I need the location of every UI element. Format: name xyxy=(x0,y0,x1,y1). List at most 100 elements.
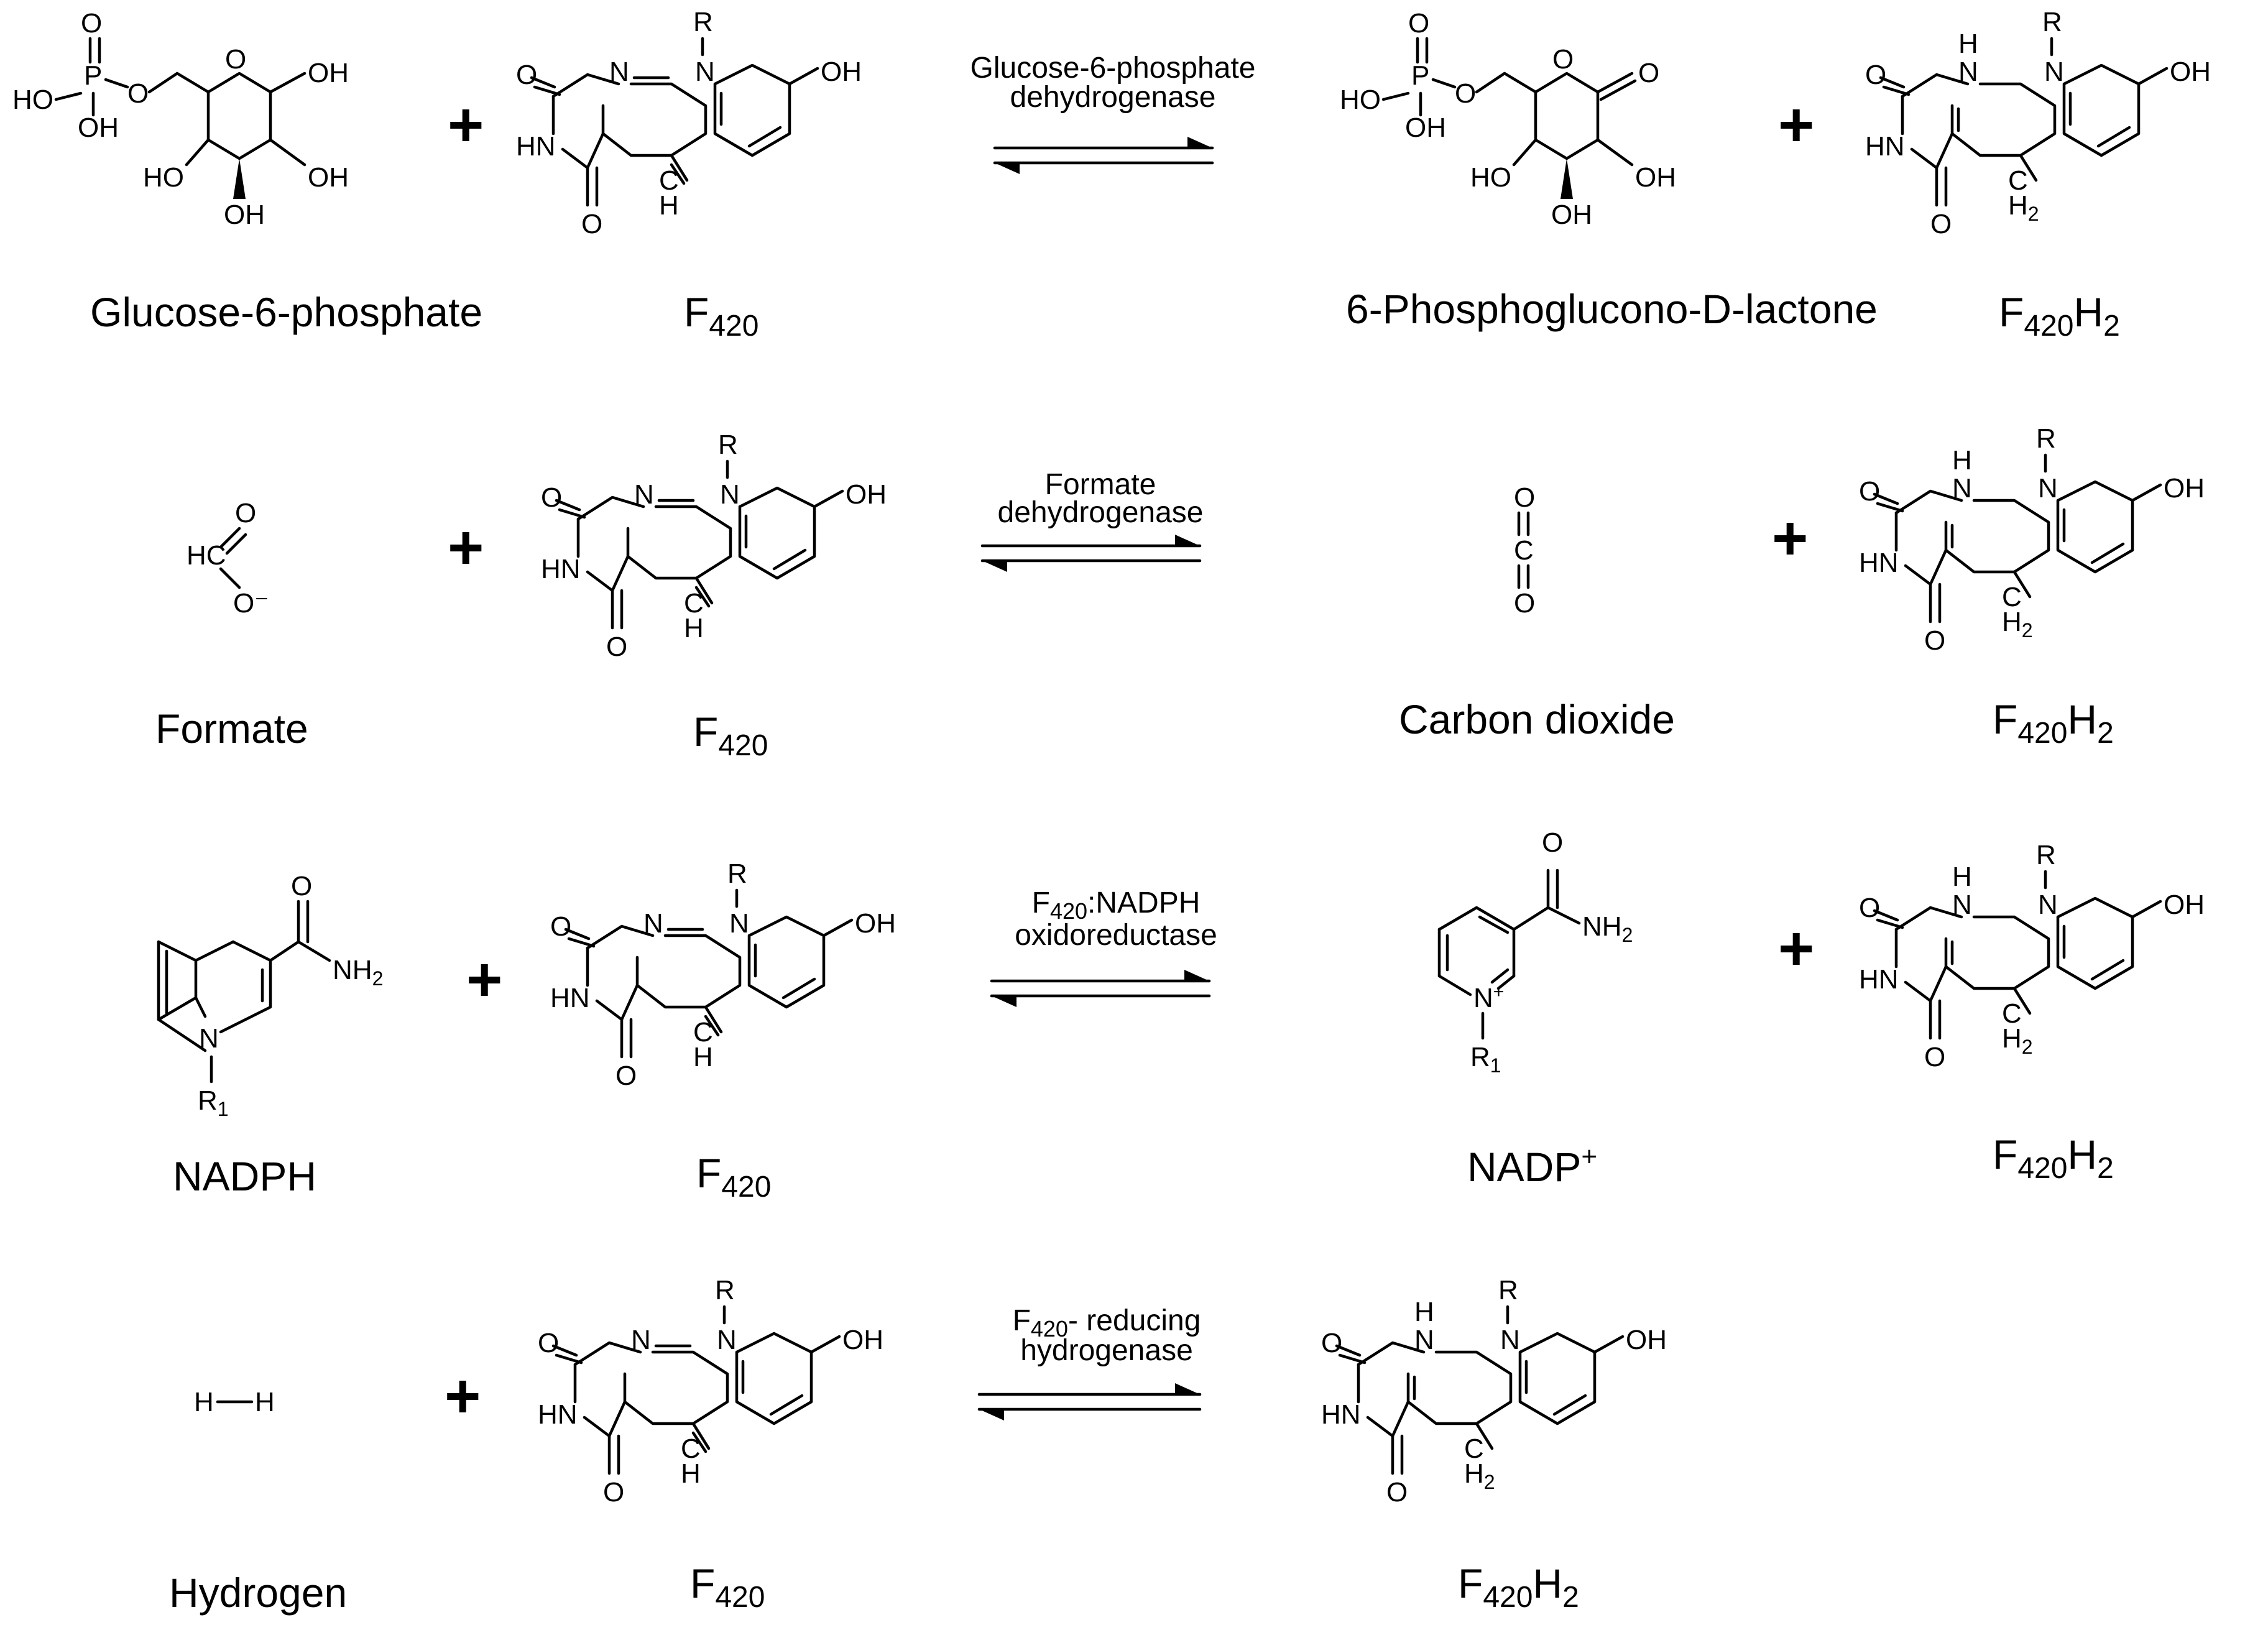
substrate-name: Glucose-6-phosphate xyxy=(90,289,482,335)
product-cofactor-name: F420H2 xyxy=(1993,696,2114,750)
svg-text:F420: F420 xyxy=(684,289,758,343)
atom-label: N xyxy=(2044,57,2064,87)
atom-label: H xyxy=(1952,862,1972,892)
enzyme-name-line1: F420:NADPH xyxy=(1032,886,1201,924)
product-name: 6-Phosphoglucono-D-lactone xyxy=(1346,286,1878,332)
svg-text:F420H2: F420H2 xyxy=(1458,1560,1579,1614)
nadph-structure: O NH2 N R1 xyxy=(157,871,383,1120)
atom-label: HO xyxy=(143,162,184,193)
atom-label: C xyxy=(2002,582,2022,612)
atom-label: O xyxy=(225,44,246,75)
svg-text:H2: H2 xyxy=(2008,190,2039,225)
phosphogluconolactone-structure: O P HO OH O O O OH HO OH xyxy=(1340,8,1676,230)
atom-label: O xyxy=(1924,1042,1945,1072)
atom-label: N xyxy=(695,57,715,87)
plus-sign: + xyxy=(448,513,484,582)
formate-structure: HC O O⁻ xyxy=(187,498,269,619)
atom-label: OH xyxy=(1626,1325,1667,1355)
atom-label: HN xyxy=(1859,548,1899,578)
equilibrium-arrows xyxy=(977,1383,1202,1420)
atom-label: OH xyxy=(846,479,887,510)
atom-label: H xyxy=(1952,445,1972,476)
atom-label: O xyxy=(1321,1328,1342,1358)
atom-label: OH xyxy=(224,200,265,230)
atom-label: OH xyxy=(842,1325,883,1355)
reaction-4: H H Hydrogen + R N N O HN O C xyxy=(169,1275,1667,1616)
atom-label: OH xyxy=(308,162,349,193)
nadp-structure: N+ R1 O NH2 xyxy=(1437,827,1633,1077)
glucose-6-phosphate-structure: O P HO OH O O OH OH HO OH xyxy=(12,8,349,230)
atom-label: R xyxy=(1498,1275,1518,1305)
atom-label: R xyxy=(2042,7,2062,37)
atom-label: H xyxy=(659,190,679,221)
atom-label: N xyxy=(199,1023,219,1054)
atom-label: O xyxy=(81,8,102,39)
atom-label: HN xyxy=(1321,1399,1361,1430)
product-cofactor-name: F420H2 xyxy=(1993,1131,2114,1185)
enzyme-name-line1: Glucose-6-phosphate xyxy=(970,52,1256,85)
atom-label: C xyxy=(693,1017,713,1047)
enzyme-name-line2: dehydrogenase xyxy=(998,496,1204,529)
atom-label: P xyxy=(84,60,102,91)
svg-text:N+: N+ xyxy=(1473,982,1504,1013)
atom-label: N xyxy=(1500,1325,1520,1355)
f420-structure: R N N O HN O C H OH xyxy=(516,7,862,239)
atom-label: HN xyxy=(541,554,581,584)
atom-label: O xyxy=(1408,8,1429,39)
atom-label: HO xyxy=(1340,85,1381,115)
equilibrium-arrows xyxy=(993,137,1214,174)
plus-sign: + xyxy=(448,90,484,160)
atom-label: N xyxy=(720,479,740,510)
atom-label: OH xyxy=(2164,473,2205,504)
atom-label: OH xyxy=(308,58,349,88)
atom-label: OH xyxy=(1405,113,1446,143)
atom-label: O xyxy=(603,1477,624,1508)
atom-label: OH xyxy=(78,113,119,143)
enzyme-name-line1: F420- reducing xyxy=(1013,1304,1201,1342)
reaction-3: O NH2 N R1 NADPH + R N N O HN xyxy=(157,827,2205,1204)
atom-label: OH xyxy=(855,908,896,939)
atom-label: C xyxy=(1464,1434,1484,1464)
svg-text:H2: H2 xyxy=(1464,1458,1495,1493)
f420-structure: R N N O HN O C H OH xyxy=(550,859,896,1091)
atom-label: O xyxy=(1455,78,1476,109)
atom-label: O xyxy=(615,1061,637,1091)
atom-label: O xyxy=(1924,625,1945,656)
product-name: Carbon dioxide xyxy=(1399,696,1675,742)
svg-text:NH2: NH2 xyxy=(1582,911,1633,946)
atom-label: H xyxy=(1958,29,1978,59)
reaction-1: O P HO OH O O OH OH HO OH Glucose-6-phos… xyxy=(12,7,2211,343)
atom-label: O xyxy=(235,498,256,528)
cofactor-name: F420 xyxy=(684,289,758,343)
atom-label: O xyxy=(516,60,537,90)
atom-label: HN xyxy=(1865,131,1905,162)
atom-label: R xyxy=(2036,840,2056,870)
svg-text:F420:NADPH: F420:NADPH xyxy=(1032,886,1201,924)
atom-label: R xyxy=(727,859,747,889)
atom-label: R xyxy=(693,7,713,37)
svg-text:F420H2: F420H2 xyxy=(1993,696,2114,750)
substrate-name: Hydrogen xyxy=(169,1570,347,1616)
atom-label: H xyxy=(194,1387,214,1417)
atom-label: OH xyxy=(1551,200,1592,230)
atom-label: HN xyxy=(550,983,590,1013)
f420h2-structure: R N H N O HN O C H2 OH xyxy=(1859,840,2205,1072)
plus-sign: + xyxy=(1772,504,1808,573)
cofactor-name: F420 xyxy=(693,709,768,762)
atom-label: N xyxy=(717,1325,737,1355)
f420h2-structure: R N H N O HN O C H2 OH xyxy=(1321,1275,1667,1508)
cofactor-name: F420 xyxy=(690,1560,765,1614)
substrate-name: NADPH xyxy=(173,1153,316,1199)
atom-label: O xyxy=(581,209,602,239)
svg-text:F420: F420 xyxy=(693,709,768,762)
enzyme-name-line1: Formate xyxy=(1045,468,1156,501)
atom-label: OH xyxy=(821,57,862,87)
enzyme-name-line2: hydrogenase xyxy=(1020,1334,1193,1367)
atom-label: HN xyxy=(1859,964,1899,995)
atom-label: H xyxy=(684,613,704,643)
cofactor-name: F420 xyxy=(696,1150,771,1204)
atom-label: O xyxy=(550,911,571,942)
atom-label: H xyxy=(693,1042,713,1072)
atom-label: O xyxy=(291,871,312,901)
svg-text:F420: F420 xyxy=(696,1150,771,1204)
